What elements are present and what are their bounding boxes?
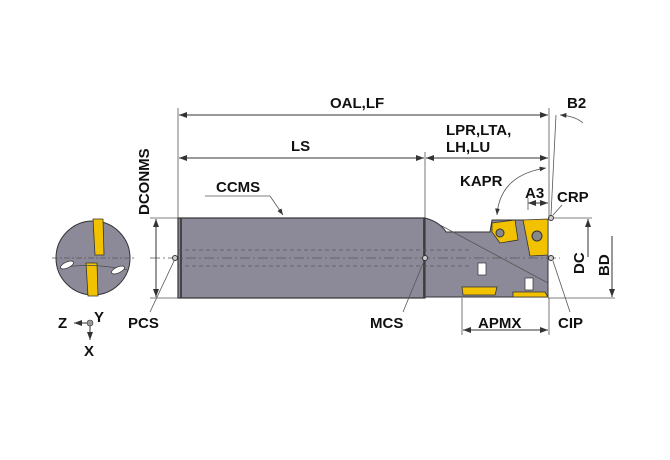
- cip-point: [548, 255, 554, 261]
- label-bd: BD: [596, 254, 613, 276]
- tool-body: [150, 215, 560, 299]
- pcs-point: [172, 255, 178, 261]
- axis-y-label: Y: [94, 309, 104, 326]
- dimensions: [149, 108, 615, 335]
- end-insert-bottom: [85, 262, 99, 297]
- label-pcs: PCS: [128, 315, 159, 332]
- label-dconms: DCONMS: [136, 148, 153, 215]
- axis-z-label: Z: [58, 315, 67, 332]
- label-kapr: KAPR: [460, 173, 503, 190]
- label-crp: CRP: [557, 189, 589, 206]
- label-apmx: APMX: [478, 315, 521, 332]
- label-cip: CIP: [558, 315, 583, 332]
- insert-3: [461, 286, 498, 296]
- label-oal: OAL,LF: [330, 95, 384, 112]
- label-lh: LH,LU: [446, 139, 490, 156]
- end-view: [52, 218, 134, 297]
- end-insert-top: [92, 218, 105, 256]
- label-b2: B2: [567, 95, 586, 112]
- mcs-point: [422, 255, 428, 261]
- insert-1: [491, 219, 519, 244]
- axis-indicator: Z Y X: [58, 309, 104, 360]
- insert-4: [512, 291, 549, 298]
- label-lpr: LPR,LTA,: [446, 122, 511, 139]
- axis-x-label: X: [84, 343, 94, 360]
- label-mcs: MCS: [370, 315, 403, 332]
- label-dc: DC: [571, 252, 588, 274]
- label-ccms: CCMS: [216, 179, 260, 196]
- label-a3: A3: [525, 185, 544, 202]
- label-ls: LS: [291, 138, 310, 155]
